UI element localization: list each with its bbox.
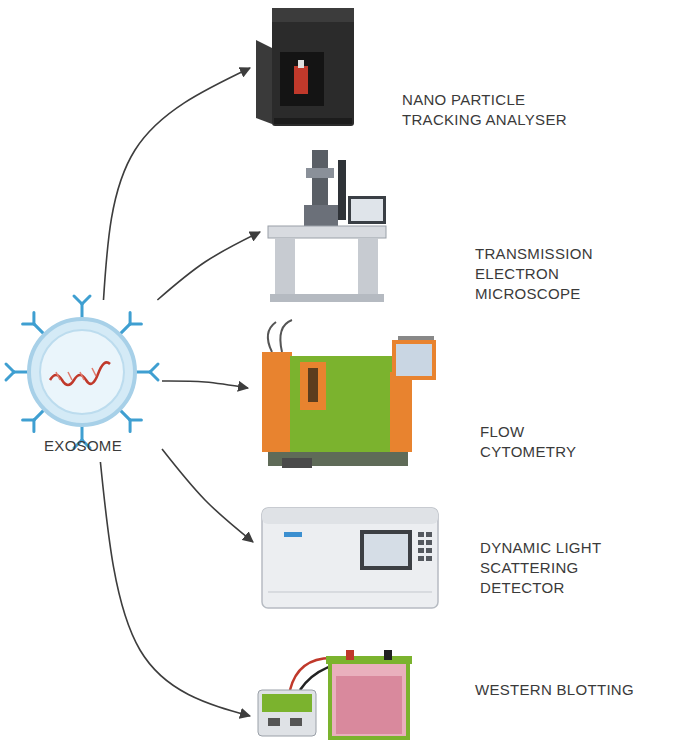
instrument-label: WESTERN BLOTTING xyxy=(475,680,675,700)
instrument-node: FLOW CYTOMETRY xyxy=(250,330,650,470)
arrow-connector xyxy=(162,449,253,542)
arrow-connector xyxy=(162,381,248,388)
arrow-connector xyxy=(100,462,250,716)
instrument-node: DYNAMIC LIGHT SCATTERING DETECTOR xyxy=(255,502,655,614)
arrow-connector xyxy=(157,232,260,300)
instrument-node: WESTERN BLOTTING xyxy=(252,644,679,740)
exosome-node: EXOSOME xyxy=(8,300,162,462)
instrument-node: TRANSMISSION ELECTRON MICROSCOPE xyxy=(262,146,662,308)
instrument-label: NANO PARTICLE TRACKING ANALYSER xyxy=(402,90,592,130)
exosome-label: EXOSOME xyxy=(8,436,158,456)
exosome-illustration xyxy=(6,296,158,448)
instrument-label: FLOW CYTOMETRY xyxy=(480,422,600,462)
tem-instrument xyxy=(268,150,386,302)
instrument-label: DYNAMIC LIGHT SCATTERING DETECTOR xyxy=(480,538,630,598)
instrument-node: NANO PARTICLE TRACKING ANALYSER xyxy=(252,2,672,134)
instrument-label: TRANSMISSION ELECTRON MICROSCOPE xyxy=(475,244,610,304)
arrow-connector xyxy=(103,68,250,300)
nta-instrument xyxy=(256,8,354,126)
western-blot-apparatus xyxy=(258,650,412,738)
dls-instrument xyxy=(262,508,438,608)
flow-cytometer xyxy=(262,320,436,468)
